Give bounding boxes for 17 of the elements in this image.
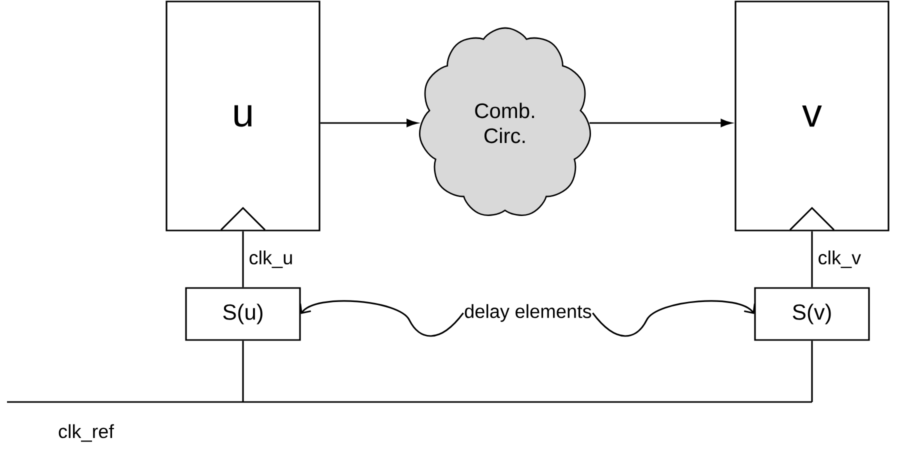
edge-label: clk_v <box>816 249 862 270</box>
wire <box>811 340 813 402</box>
clock-line-label: clk_ref <box>7 401 812 442</box>
flip-flop-box: v <box>734 0 890 232</box>
wire <box>242 231 244 288</box>
wire <box>811 231 813 288</box>
wavy-arrow <box>592 300 756 337</box>
arrow <box>589 119 732 127</box>
delay-label: delay elements <box>464 304 592 322</box>
delay-box: S(u) <box>185 287 301 341</box>
wavy-arrow <box>299 300 464 337</box>
delay-box: S(v) <box>754 287 870 341</box>
flip-flop-box: u <box>166 0 320 232</box>
wire <box>242 340 244 402</box>
edge-label: clk_u <box>248 249 294 270</box>
logic-cloud: Comb. Circ. <box>419 27 591 216</box>
arrow <box>320 119 418 127</box>
